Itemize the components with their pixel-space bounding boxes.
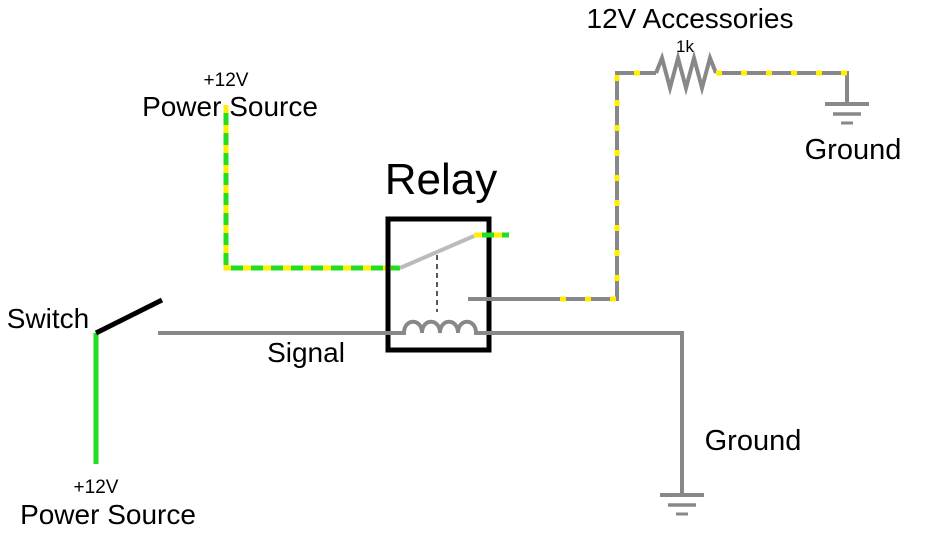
accessory-feed-wire <box>560 70 656 302</box>
switch-arm <box>94 297 164 336</box>
ground-top-label: Ground <box>805 134 902 166</box>
ground-bottom-label: Ground <box>705 425 802 457</box>
signal-label: Signal <box>267 337 345 368</box>
power-source-top-voltage: +12V <box>204 70 249 91</box>
switch-label: Switch <box>7 303 89 334</box>
relay-box <box>385 216 492 353</box>
resistor-icon <box>654 50 718 96</box>
accessories-label: 12V Accessories <box>587 3 794 34</box>
power-source-top-label: Power Source <box>142 91 318 122</box>
resistor-label: 1k <box>676 37 694 56</box>
power-source-bottom-label: Power Source <box>20 499 196 530</box>
relay-coil-icon <box>388 319 489 335</box>
coil-ground-wire <box>489 331 684 494</box>
relay-arm <box>399 234 475 270</box>
relay-label: Relay <box>385 155 498 204</box>
ground-top-icon <box>825 102 869 125</box>
accessory-ground-wire <box>716 70 849 103</box>
power-source-top-wire <box>223 105 400 271</box>
ground-bottom-icon <box>660 493 704 516</box>
power-source-bottom-voltage: +12V <box>74 477 119 498</box>
